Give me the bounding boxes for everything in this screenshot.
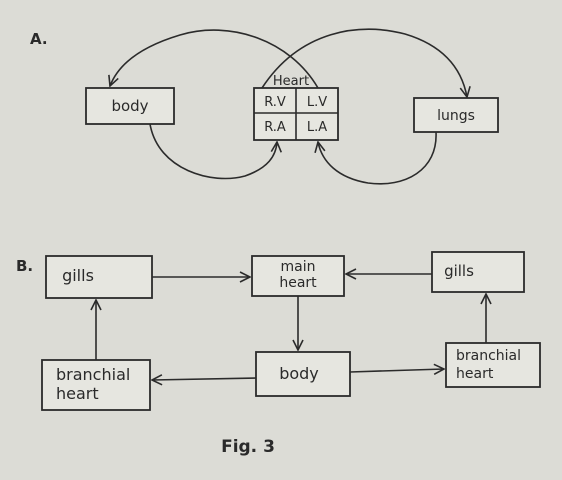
- arrow-heart-to-lungs: [261, 28, 467, 97]
- gills-right-label: gills: [444, 262, 474, 280]
- gills-left-box: [45, 255, 153, 299]
- gills-left-label: gills: [62, 266, 94, 285]
- gills-right-box: [431, 251, 525, 293]
- heart-lv: L.V: [307, 95, 327, 110]
- heart-rv: R.V: [264, 95, 286, 110]
- body-box-b: [255, 351, 351, 397]
- heart-title: Heart: [273, 74, 309, 89]
- main-heart-box: [251, 255, 345, 297]
- arrow-body-to-heart: [149, 123, 277, 180]
- branchial-right-line2: heart: [456, 366, 494, 382]
- lungs-label: lungs: [437, 108, 475, 124]
- arrow-lungs-to-heart: [318, 131, 437, 185]
- body-label-a: body: [111, 97, 148, 115]
- branchial-heart-left-box: [41, 359, 151, 411]
- section-a-label: A.: [30, 30, 48, 48]
- main-heart-line1: main: [281, 259, 316, 275]
- branchial-left-line1: branchial: [56, 365, 130, 384]
- arrow-body-to-branchial-right: [349, 369, 444, 372]
- branchial-left-line2: heart: [56, 384, 99, 403]
- body-label-b: body: [279, 364, 319, 383]
- lungs-box: [413, 97, 499, 133]
- main-heart-line2: heart: [279, 275, 317, 291]
- body-box-a: [85, 87, 175, 125]
- figure-caption: Fig. 3: [221, 437, 275, 457]
- branchial-heart-right-box: [445, 342, 541, 388]
- arrow-body-to-branchial-left: [152, 378, 257, 380]
- section-b-label: B.: [16, 257, 33, 275]
- heart-ra: R.A: [264, 120, 286, 135]
- branchial-right-line1: branchial: [456, 348, 521, 364]
- heart-la: L.A: [307, 120, 327, 135]
